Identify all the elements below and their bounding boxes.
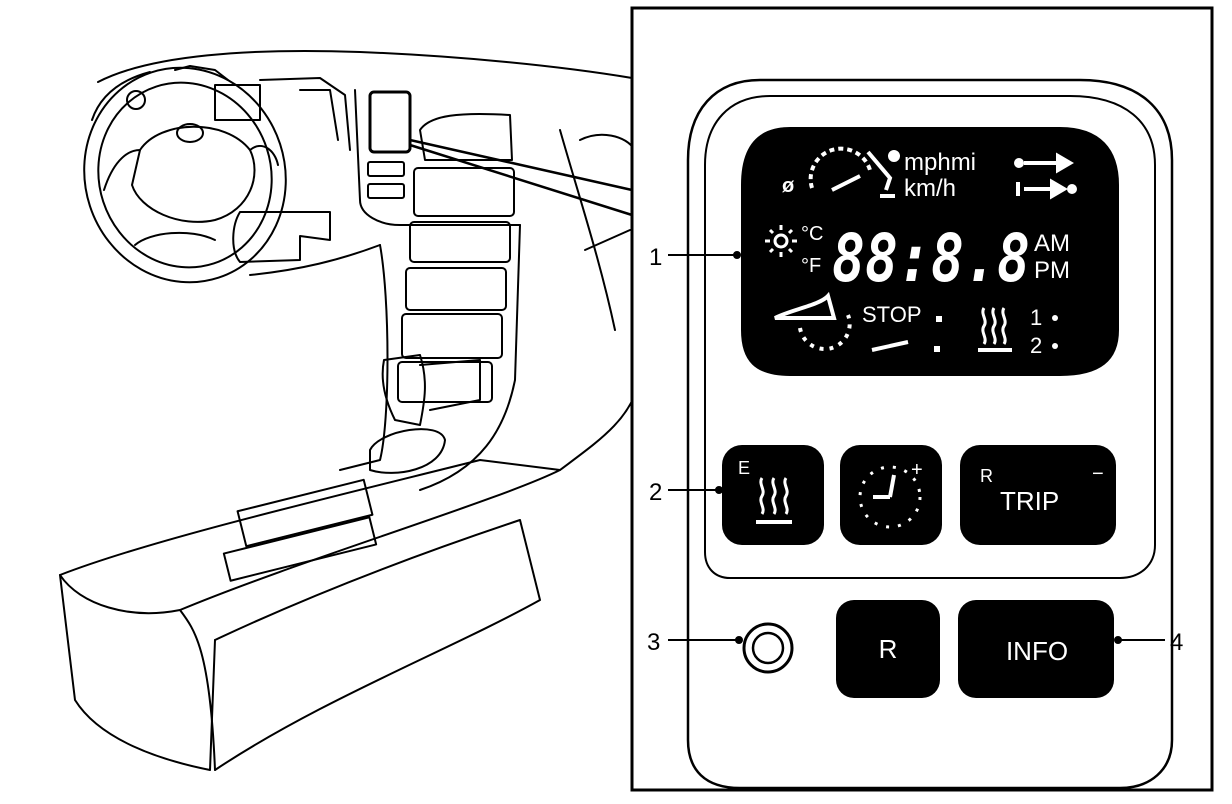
dash-lower-line (249, 244, 381, 276)
stopwatch-icon (774, 291, 852, 351)
level-2: 2 (1030, 333, 1042, 358)
level-2-dot (1052, 343, 1058, 349)
stack-panel-3 (405, 267, 507, 311)
callout-4-label: 4 (1170, 629, 1183, 656)
unit-bezel (704, 95, 1156, 579)
trip-minus-label: − (1092, 463, 1104, 485)
ignition-knob (126, 90, 146, 110)
callout-2-label: 2 (649, 479, 662, 506)
stack-button-2 (367, 183, 405, 199)
arrow-start-icon (1016, 178, 1077, 200)
gear-lever (381, 354, 426, 426)
sensor-light (742, 622, 794, 674)
am-indicator: AM (1034, 230, 1070, 257)
heater-e-label: E (738, 458, 750, 478)
leader-lines (409, 138, 633, 217)
trip-button-body[interactable] (960, 445, 1116, 545)
level-1: 1 (1030, 305, 1042, 330)
level-1-dot (1052, 315, 1058, 321)
pm-indicator: PM (1034, 257, 1070, 284)
temp-celsius: °C (801, 223, 823, 245)
leader-line-top (409, 138, 633, 192)
clock-icon (858, 465, 922, 529)
door-line-1 (559, 129, 616, 331)
trip-label: TRIP (1000, 486, 1059, 516)
info-button[interactable]: INFO (958, 600, 1114, 698)
spoke-right (249, 145, 279, 166)
sun-icon (765, 225, 797, 257)
door-line-3 (584, 229, 631, 251)
gear-gate (419, 359, 481, 411)
zero-icon: ø (782, 175, 795, 197)
stack-panel-1 (413, 167, 515, 217)
lcd-contents: ø mphmi km/h (765, 146, 1077, 358)
stop-label: STOP (862, 302, 922, 327)
centre-stack-outline (354, 89, 521, 226)
cluster-edge (259, 77, 351, 151)
stack-panel-4 (401, 313, 503, 359)
speedometer-icon (808, 146, 872, 192)
wrench-icon (866, 150, 900, 198)
callout-1-dot (733, 251, 741, 259)
steering-wheel-rim (83, 66, 287, 284)
stack-button-1 (367, 161, 405, 177)
callouts (668, 251, 1165, 644)
stop-dot (936, 316, 942, 322)
armrest-edge (179, 609, 216, 771)
stack-panel-5 (397, 361, 493, 403)
seat-heater-icon (978, 307, 1012, 352)
horn-emblem (176, 123, 204, 143)
hvac-display (368, 90, 412, 154)
vent-right (419, 112, 513, 161)
knee-panel (232, 211, 331, 263)
clock-button[interactable]: + (840, 445, 942, 545)
callout-4-dot (1114, 636, 1122, 644)
clock-plus-label: + (911, 459, 923, 481)
door-line-2 (579, 133, 636, 151)
trip-button[interactable]: R TRIP − (960, 445, 1116, 545)
callout-3-label: 3 (647, 629, 660, 656)
stop-dash (871, 340, 909, 352)
arrow-right-icon (1014, 152, 1074, 174)
callout-2-dot (715, 486, 723, 494)
console-slot (222, 516, 378, 582)
car-interior-drawing (59, 49, 641, 771)
seat-heater-icon (756, 477, 792, 524)
console-left-side (339, 244, 389, 471)
digit-readout: 88:8.8 (832, 220, 1030, 297)
info-button-label: INFO (1006, 636, 1068, 666)
dashboard-lower-edge (91, 71, 151, 121)
cupholder-lid (236, 478, 374, 548)
stop-dot-lower (934, 346, 940, 352)
dashboard-outline (97, 49, 633, 83)
armrest-side (214, 519, 541, 771)
unit-kmh: km/h (904, 175, 956, 202)
gear-boot (369, 428, 446, 474)
reset-button[interactable]: R (836, 600, 940, 698)
callout-1-label: 1 (649, 244, 662, 271)
steering-hub (131, 125, 256, 223)
unit-mph: mphmi (904, 149, 976, 176)
reset-button-body[interactable] (836, 600, 940, 698)
console-right-side (419, 224, 521, 491)
leader-line-bottom (409, 143, 633, 217)
armrest-front (59, 574, 216, 771)
floor-line (559, 379, 641, 471)
cluster-inner (299, 89, 339, 141)
stack-panel-2 (409, 221, 511, 263)
reset-button-label: R (879, 634, 898, 664)
heater-button[interactable]: E (722, 445, 824, 545)
spoke-left (103, 149, 141, 191)
temp-fahrenheit: °F (801, 255, 821, 277)
instrument-gauge (214, 84, 261, 121)
info-button-body[interactable] (958, 600, 1114, 698)
spoke-bottom (134, 231, 216, 246)
trip-r-label: R (980, 466, 993, 486)
callout-3-dot (735, 636, 743, 644)
armrest-top (59, 459, 561, 614)
